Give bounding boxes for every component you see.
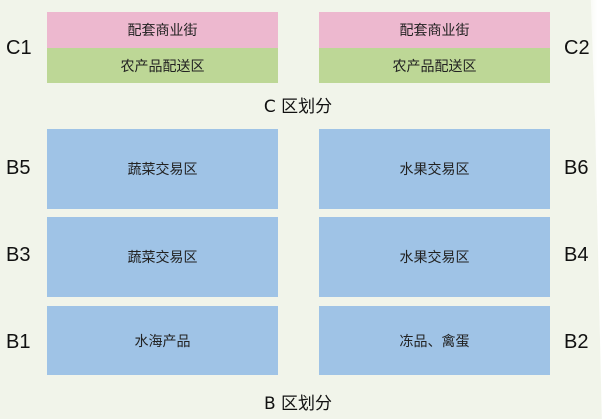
zone-label-c1: C1 <box>6 37 32 59</box>
zone-label-b5: B5 <box>6 157 31 179</box>
zone-label-c2: C2 <box>564 37 590 59</box>
c1-delivery-area: 农产品配送区 <box>47 48 278 83</box>
zone-label-b3: B3 <box>6 244 31 266</box>
page-curl <box>590 0 604 419</box>
c2-commercial-street: 配套商业街 <box>319 12 550 48</box>
b1-area: 水海产品 <box>47 306 278 375</box>
zone-label-b6: B6 <box>564 157 589 179</box>
b-zone-caption: B 区划分 <box>263 394 333 414</box>
b4-area: 水果交易区 <box>319 217 550 297</box>
c-zone-caption: C 区划分 <box>263 97 333 117</box>
c2-delivery-area: 农产品配送区 <box>319 48 550 83</box>
b2-area: 冻品、禽蛋 <box>319 306 550 375</box>
c1-commercial-street: 配套商业街 <box>47 12 278 48</box>
zone-label-b4: B4 <box>564 244 589 266</box>
b3-area: 蔬菜交易区 <box>47 217 278 297</box>
zone-label-b1: B1 <box>6 331 31 353</box>
zone-label-b2: B2 <box>564 331 589 353</box>
b5-area: 蔬菜交易区 <box>47 129 278 209</box>
b6-area: 水果交易区 <box>319 129 550 209</box>
